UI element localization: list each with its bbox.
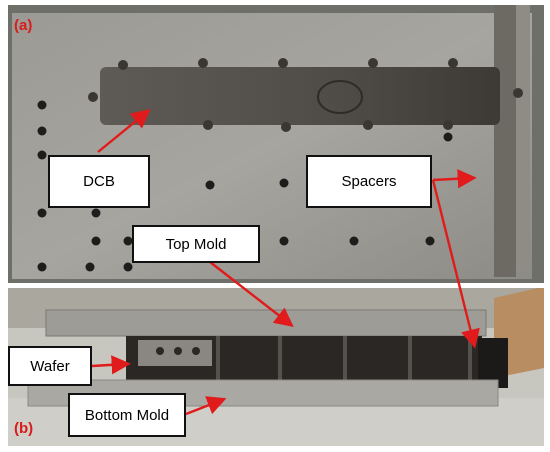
panel-b-label: (b) — [14, 420, 34, 437]
callout-wafer: Wafer — [8, 346, 92, 386]
callout-spacers: Spacers — [306, 155, 432, 208]
callout-top-mold: Top Mold — [132, 225, 260, 263]
arrow-dcb — [97, 108, 151, 153]
top-mold — [45, 309, 487, 337]
callout-dcb: DCB — [48, 155, 150, 208]
photo-panel-a: (a) — [8, 5, 544, 283]
mold-top-view-photo — [8, 5, 544, 283]
panel-a-label: (a) — [14, 17, 33, 34]
arrow-spacers-b — [431, 179, 480, 349]
dcb-specimen — [100, 67, 500, 125]
callout-bottom-mold: Bottom Mold — [68, 393, 186, 437]
arrow-top-mold — [209, 261, 294, 327]
mold-plate — [12, 13, 532, 279]
arrow-wafer — [91, 355, 131, 375]
arrow-spacers-a — [432, 169, 477, 189]
arrow-bottom-mold — [185, 396, 227, 416]
